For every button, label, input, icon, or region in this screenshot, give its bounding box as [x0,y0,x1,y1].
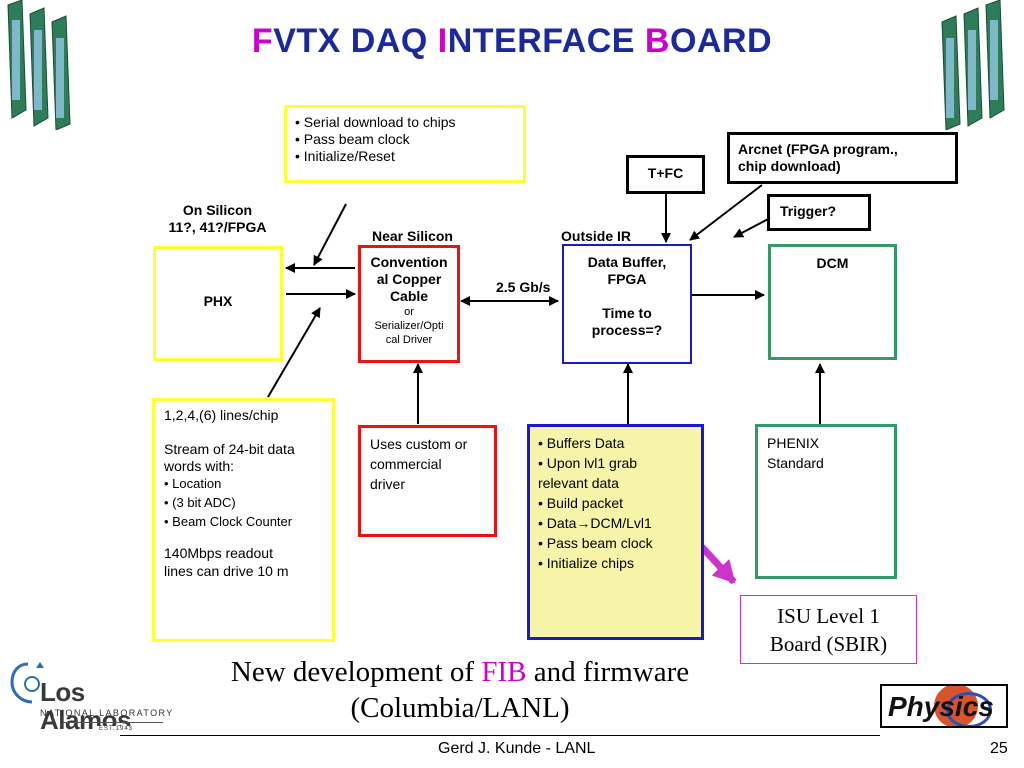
title-part-3: NTERFACE [447,22,645,60]
tfc-label: T+FC [647,165,684,181]
lanl-logo-est: EST.1943 [96,726,137,732]
isu-level1-box: ISU Level 1 Board (SBIR) [740,595,917,664]
lines-line-8: lines can drive 10 m [164,563,289,579]
near-silicon-label: Near Silicon [372,228,453,244]
title-part-0: F [251,22,274,60]
buffers-line-4: • Build packet [538,495,624,511]
on-silicon-line-1: On Silicon [182,202,253,218]
physics-logo-text: Physics [888,691,994,722]
title-part-5: OARD [669,22,773,60]
data-buffer-box: Data Buffer, FPGA Time to process=? [562,244,692,364]
buffer-line-1: Data Buffer, [587,254,667,270]
buffers-line-7: • Initialize chips [538,555,634,571]
buffer-functions-box: • Buffers Data • Upon lvl1 grab relevant… [527,424,704,640]
custom-driver-box: Uses custom or commercial driver [358,425,497,537]
lines-line-1: 1,2,4,(6) lines/chip [164,407,279,423]
buffers-line-6: • Pass beam clock [538,535,653,551]
data-dcm-post: DCM/Lvl1 [590,515,652,531]
buffer-line-2: FPGA [607,271,647,287]
custom-line-2: commercial [370,456,442,472]
right-arrow-icon: → [576,515,591,531]
page-number: 25 [990,740,1008,757]
physics-logo-orbit [946,692,992,726]
title-part-1: VTX DAQ [273,22,438,60]
phenix-standard-box: PHENIX Standard [755,424,897,579]
buffers-line-2: • Upon lvl1 grab [538,455,638,471]
cable-line-1: Convention [370,254,448,270]
title-part-4: B [644,22,670,60]
custom-line-3: driver [370,476,406,492]
buffer-line-3: Time to [602,305,652,321]
isu-line-2: Board (SBIR) [769,632,888,656]
cable-line-3: Cable [389,288,429,304]
copper-cable-box: Convention al Copper Cable or Serializer… [358,245,460,363]
outside-ir-label: Outside IR [561,228,632,244]
buffer-line-4: process=? [591,322,663,338]
detector-graphic-left [7,0,71,130]
dcm-label: DCM [816,255,849,271]
gbps-label: 2.5 Gb/s [496,279,551,295]
lanl-logo-rule [63,722,163,723]
lines-line-7: 140Mbps readout [164,545,273,561]
arcnet-box: Arcnet (FPGA program., chip download) [727,132,958,184]
arcnet-line-2: chip download) [738,158,841,174]
bottom-caption: New development of FIB and firmware (Col… [180,654,740,726]
custom-line-1: Uses custom or [370,436,468,452]
lines-line-2: Stream of 24-bit data [164,441,295,457]
bottom-line-1-post: and firmware [526,656,690,688]
title-part-2: I [437,22,448,60]
data-dcm-pre: • Data [538,515,577,531]
bottom-line-1: New development of FIB and firmware [180,654,740,690]
lines-per-chip-box: 1,2,4,(6) lines/chip Stream of 24-bit da… [152,398,335,642]
cable-line-5: cal Driver [385,334,433,346]
serial-line-1: • Serial download to chips [295,114,456,130]
isu-line-1: ISU Level 1 [777,604,880,628]
lines-line-5: • (3 bit ADC) [164,495,236,510]
phenix-line-1: PHENIX [767,435,820,451]
lanl-logo: Los Alamos NATIONAL LABORATORY EST.1943 [8,660,178,740]
physics-logo: Physics [880,684,1008,728]
lanl-logo-main: Los Alamos [40,677,131,735]
lanl-logo-sub: NATIONAL LABORATORY [40,708,174,718]
phenix-line-2: Standard [767,455,824,471]
cable-line-4: Serializer/Opti [374,320,444,332]
footer-author: Gerd J. Kunde - LANL [438,740,596,757]
serial-line-3: • Initialize/Reset [295,148,395,164]
slide-title: FVTX DAQ INTERFACE BOARD [0,22,1024,61]
serial-download-box: • Serial download to chips • Pass beam c… [284,105,526,183]
phx-label: PHX [203,293,233,309]
cable-or: or [404,306,414,318]
serial-line-2: • Pass beam clock [295,131,410,147]
phx-box: PHX [153,246,283,361]
dcm-box: DCM [768,244,897,360]
footer-separator [120,735,880,736]
lines-line-4: • Location [164,476,222,491]
trigger-box: Trigger? [767,194,871,231]
on-silicon-label: On Silicon 11?, 41?/FPGA [150,202,285,236]
trigger-label: Trigger? [780,203,837,219]
detector-graphic-right [941,0,1005,130]
lanl-mark-icon [10,662,44,704]
lines-line-6: • Beam Clock Counter [164,514,293,529]
on-silicon-line-2: 11?, 41?/FPGA [168,219,267,235]
buffers-line-3: relevant data [538,475,619,491]
bottom-line-1-hl: FIB [481,656,527,688]
tfc-box: T+FC [626,155,705,194]
bottom-line-1-pre: New development of [230,656,482,688]
lines-line-3: words with: [164,458,235,474]
buffers-line-5: • Data→DCM/Lvl1 [538,513,693,533]
bottom-line-2: (Columbia/LANL) [350,692,570,724]
cable-line-2: al Copper [376,271,442,287]
buffers-line-1: • Buffers Data [538,435,625,451]
arcnet-line-1: Arcnet (FPGA program., [738,141,898,157]
